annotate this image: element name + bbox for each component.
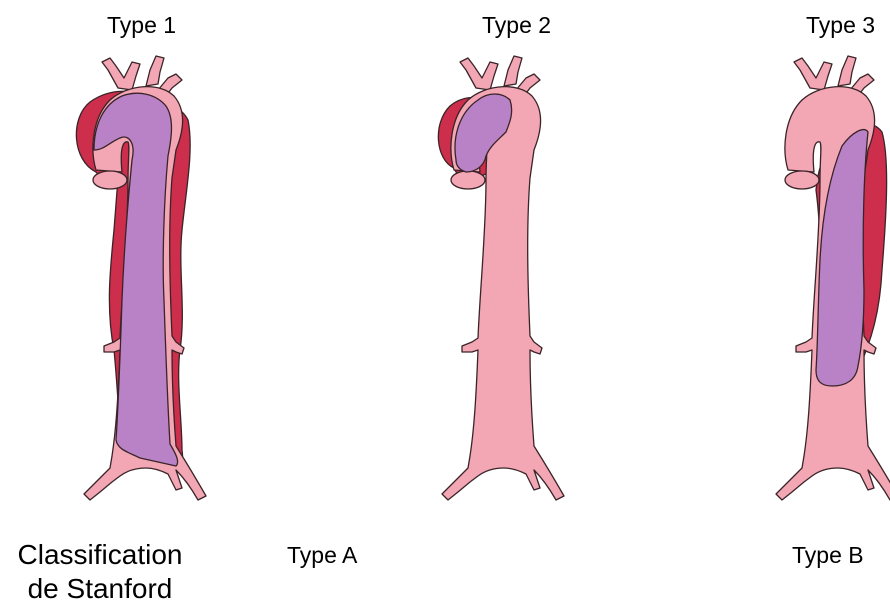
diagram-type-1 — [76, 56, 206, 500]
type-2-title: Type 2 — [482, 12, 551, 39]
type-3-title: Type 3 — [806, 12, 875, 39]
diagram-type-2 — [438, 56, 564, 500]
classification-line-1: Classification — [0, 538, 200, 572]
type-a-label: Type A — [287, 542, 357, 569]
classification-line-2: de Stanford — [0, 572, 200, 606]
diagram-type-3 — [776, 56, 890, 500]
classification-title: Classification de Stanford — [0, 538, 200, 606]
type-1-title: Type 1 — [107, 12, 176, 39]
type-b-label: Type B — [792, 542, 864, 569]
